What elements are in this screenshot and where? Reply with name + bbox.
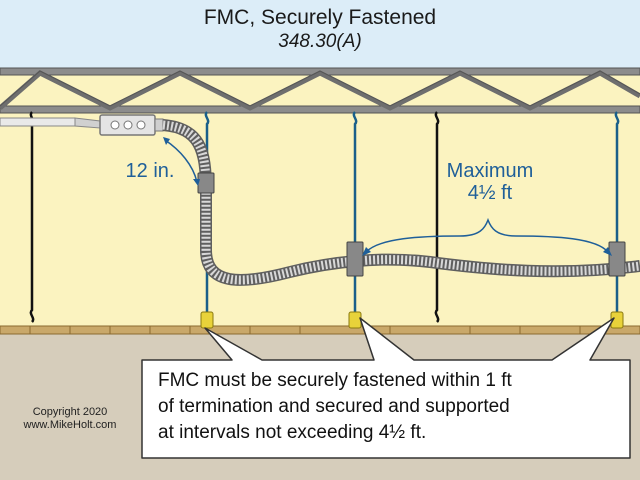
sky-background bbox=[0, 0, 640, 70]
floor-plate-grain bbox=[29, 326, 581, 334]
conduit-strap-icon bbox=[197, 172, 626, 277]
hanger-rods bbox=[200, 111, 624, 329]
dimension-max-line1: Maximum bbox=[446, 160, 534, 182]
rigid-conduit bbox=[0, 117, 76, 127]
dimension-max-label: Maximum 4½ ft bbox=[430, 160, 550, 204]
copyright-notice: Copyright 2020 www.MikeHolt.com bbox=[10, 406, 130, 432]
callout-line-3: at intervals not exceeding 4½ ft. bbox=[158, 422, 427, 443]
floor-plate bbox=[0, 325, 640, 335]
copyright-line-1: Copyright 2020 bbox=[32, 406, 108, 418]
dimension-12in-arrow bbox=[163, 137, 200, 186]
callout-line-2: of termination and secured and supported bbox=[158, 396, 510, 417]
dimension-12in-label: 12 in. bbox=[125, 160, 175, 182]
page-title: FMC, Securely Fastened bbox=[203, 6, 437, 29]
wall-background bbox=[0, 110, 640, 332]
callout-text: FMC must be securely fastened within 1 f… bbox=[158, 368, 630, 446]
dimension-max-bracket bbox=[362, 217, 612, 256]
dimension-max-line2: 4½ ft bbox=[467, 182, 513, 204]
callout-bubble bbox=[141, 317, 631, 459]
code-reference: 348.30(A) bbox=[278, 31, 362, 52]
copyright-line-2: www.MikeHolt.com bbox=[23, 419, 117, 431]
support-wire-icon bbox=[29, 111, 440, 323]
callout-line-1: FMC must be securely fastened within 1 f… bbox=[158, 370, 512, 391]
junction-box-icon bbox=[99, 114, 164, 136]
ceiling-truss-icon bbox=[0, 67, 640, 114]
